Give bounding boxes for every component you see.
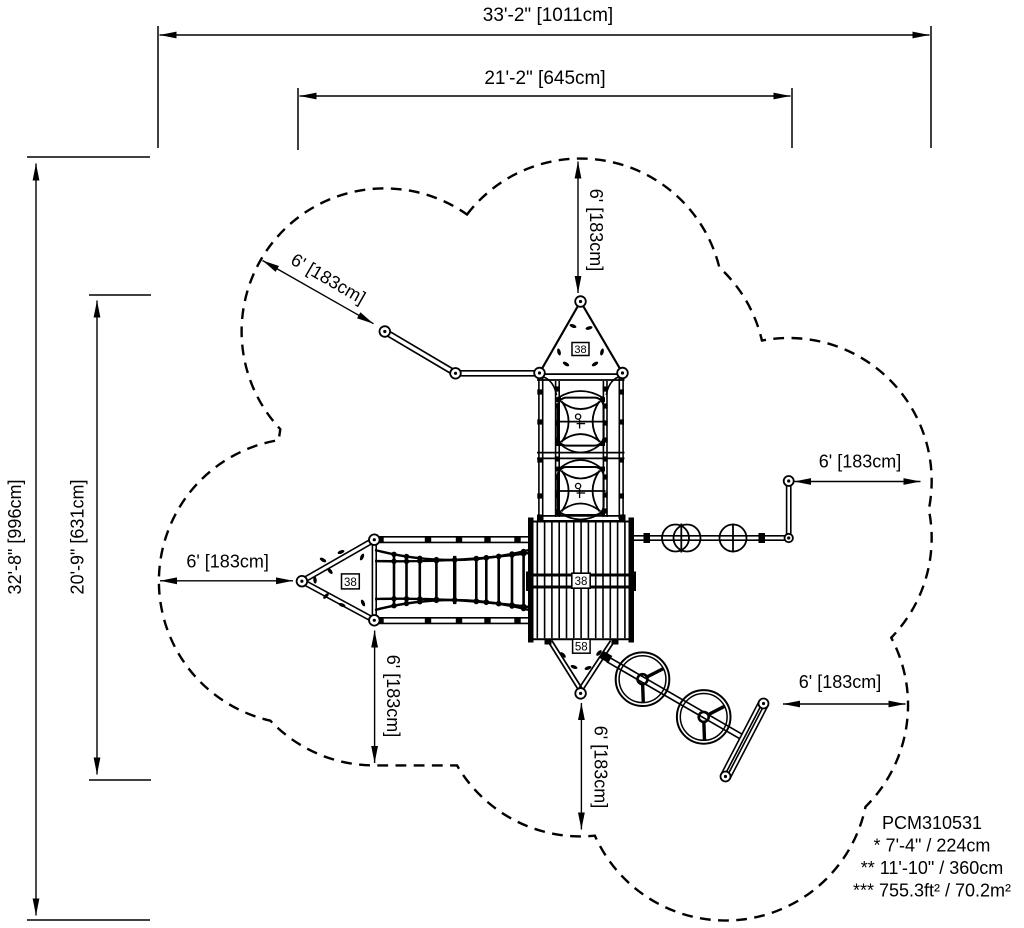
svg-text:6' [183cm]: 6' [183cm] [586,189,606,271]
svg-text:58: 58 [575,642,588,654]
svg-text:6' [183cm]: 6' [183cm] [383,655,403,737]
svg-text:21'-2" [645cm]: 21'-2" [645cm] [484,68,605,89]
svg-text:** 11'-10" / 360cm: ** 11'-10" / 360cm [861,858,1004,878]
svg-text:* 7'-4" / 224cm: * 7'-4" / 224cm [874,836,991,856]
svg-text:6' [183cm]: 6' [183cm] [591,726,611,808]
svg-text:38: 38 [344,577,357,589]
svg-text:33'-2" [1011cm]: 33'-2" [1011cm] [483,5,613,26]
svg-text:*** 755.3ft² / 70.2m²: *** 755.3ft² / 70.2m² [853,881,1011,901]
svg-text:38: 38 [575,576,588,588]
svg-text:32'-8" [996cm]: 32'-8" [996cm] [5,480,25,595]
svg-text:6' [183cm]: 6' [183cm] [819,452,901,472]
svg-text:38: 38 [574,344,586,356]
svg-text:20'-9" [631cm]: 20'-9" [631cm] [68,480,88,595]
svg-text:PCM310531: PCM310531 [882,813,982,833]
svg-text:6' [183cm]: 6' [183cm] [799,672,881,692]
svg-text:6' [183cm]: 6' [183cm] [186,552,268,572]
